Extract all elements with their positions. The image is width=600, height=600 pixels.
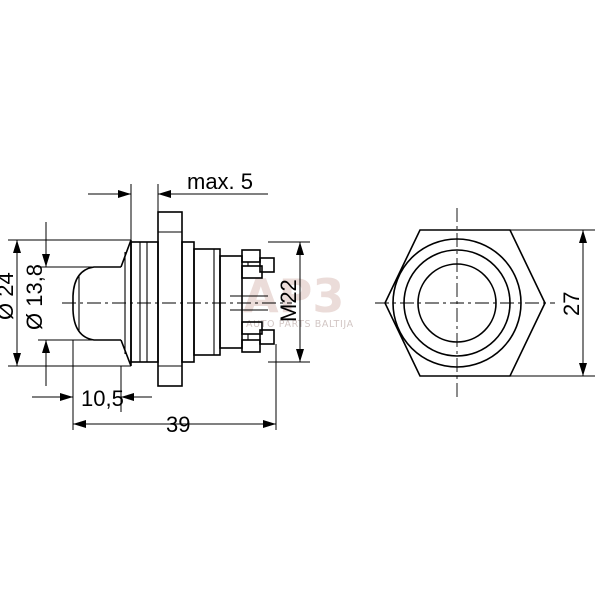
- terminal-bottom: [241, 321, 275, 353]
- push-cap: [72, 266, 121, 341]
- dim-cap-length: 10,5: [32, 340, 152, 412]
- dim-hex-across-flats: 27: [510, 229, 595, 377]
- dim-max-depth: max. 5: [88, 169, 268, 240]
- side-view: [62, 211, 292, 387]
- label-inner-diameter: Ø 13,8: [22, 264, 47, 330]
- threaded-body: [130, 241, 159, 363]
- label-hex-across-flats: 27: [559, 292, 584, 316]
- dim-inner-diameter: Ø 13,8: [22, 222, 94, 386]
- label-thread: M22: [276, 279, 301, 322]
- label-max-depth: max. 5: [187, 169, 253, 194]
- dim-overall-length: 39: [72, 344, 277, 437]
- mounting-nut: [157, 211, 183, 387]
- dim-outer-diameter: Ø 24: [0, 239, 131, 367]
- front-view: [375, 208, 555, 398]
- terminal-top: [241, 249, 275, 279]
- dim-thread: M22: [268, 241, 310, 363]
- label-overall-length: 39: [166, 412, 190, 437]
- label-outer-diameter: Ø 24: [0, 272, 18, 320]
- rear-body: [181, 241, 195, 363]
- contact-base: [219, 255, 243, 349]
- switch-housing: [193, 248, 221, 356]
- label-cap-length: 10,5: [81, 386, 124, 411]
